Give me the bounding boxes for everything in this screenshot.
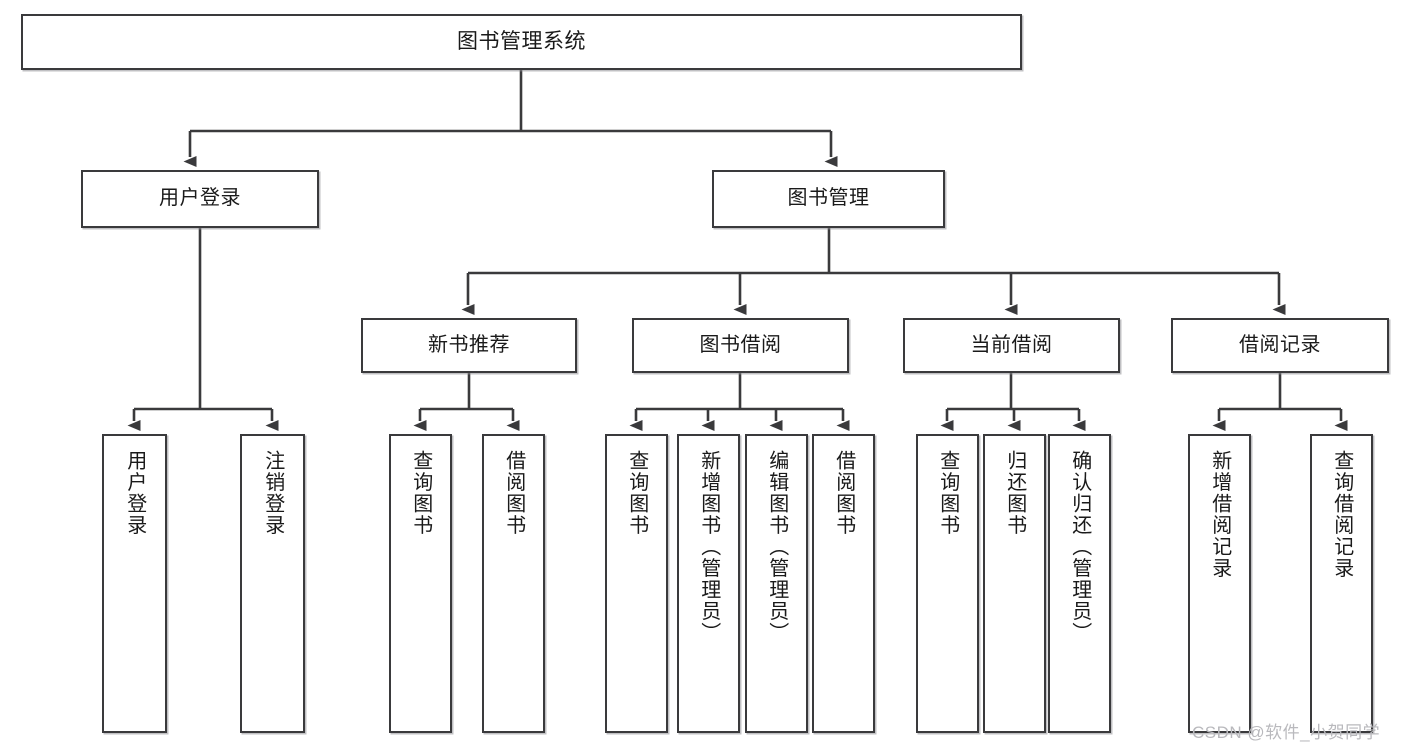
node-leaf-logout[interactable]: 注销登录	[240, 434, 305, 733]
node-leaf-confirm-return-label: 确认归还（管理员）	[1068, 450, 1091, 644]
node-current-borrow-label: 当前借阅	[970, 333, 1053, 356]
node-leaf-add-record-label: 新增借阅记录	[1208, 450, 1231, 579]
node-borrow-record[interactable]: 借阅记录	[1171, 318, 1389, 373]
node-book-borrow-label: 图书借阅	[699, 333, 782, 356]
node-new-book-rec[interactable]: 新书推荐	[361, 318, 577, 373]
node-leaf-edit-book[interactable]: 编辑图书（管理员）	[745, 434, 808, 733]
node-leaf-query-record-label: 查询借阅记录	[1330, 450, 1353, 579]
node-leaf-return-book[interactable]: 归还图书	[983, 434, 1046, 733]
node-leaf-query-record[interactable]: 查询借阅记录	[1310, 434, 1373, 733]
node-leaf-logout-label: 注销登录	[261, 450, 284, 536]
node-leaf-user-login[interactable]: 用户登录	[102, 434, 167, 733]
node-leaf-query-book-current[interactable]: 查询图书	[916, 434, 979, 733]
node-leaf-query-book-borrow-label: 查询图书	[625, 450, 648, 536]
node-leaf-add-record[interactable]: 新增借阅记录	[1188, 434, 1251, 733]
node-current-borrow[interactable]: 当前借阅	[903, 318, 1120, 373]
node-book-manage-label: 图书管理	[787, 187, 870, 210]
node-user-login-label: 用户登录	[159, 187, 241, 210]
node-leaf-query-book-borrow[interactable]: 查询图书	[605, 434, 668, 733]
node-user-login[interactable]: 用户登录	[81, 170, 319, 228]
node-new-book-rec-label: 新书推荐	[428, 333, 510, 356]
node-leaf-user-login-label: 用户登录	[123, 450, 146, 536]
node-leaf-borrow-book-rec-label: 借阅图书	[502, 450, 525, 536]
node-leaf-confirm-return[interactable]: 确认归还（管理员）	[1048, 434, 1111, 733]
node-leaf-edit-book-label: 编辑图书（管理员）	[765, 450, 788, 644]
node-leaf-borrow-book-rec[interactable]: 借阅图书	[482, 434, 545, 733]
node-leaf-query-book-current-label: 查询图书	[936, 450, 959, 536]
node-root-label: 图书管理系统	[457, 29, 586, 53]
node-leaf-query-book-rec[interactable]: 查询图书	[389, 434, 452, 733]
node-leaf-add-book-label: 新增图书（管理员）	[697, 450, 720, 644]
node-leaf-query-book-rec-label: 查询图书	[409, 450, 432, 536]
node-book-borrow[interactable]: 图书借阅	[632, 318, 849, 373]
node-book-manage[interactable]: 图书管理	[712, 170, 945, 228]
node-borrow-record-label: 借阅记录	[1239, 333, 1321, 356]
node-leaf-borrow-book[interactable]: 借阅图书	[812, 434, 875, 733]
node-leaf-borrow-book-label: 借阅图书	[832, 450, 855, 536]
node-leaf-return-book-label: 归还图书	[1003, 450, 1026, 536]
node-root-system[interactable]: 图书管理系统	[21, 14, 1022, 70]
node-leaf-add-book[interactable]: 新增图书（管理员）	[677, 434, 740, 733]
